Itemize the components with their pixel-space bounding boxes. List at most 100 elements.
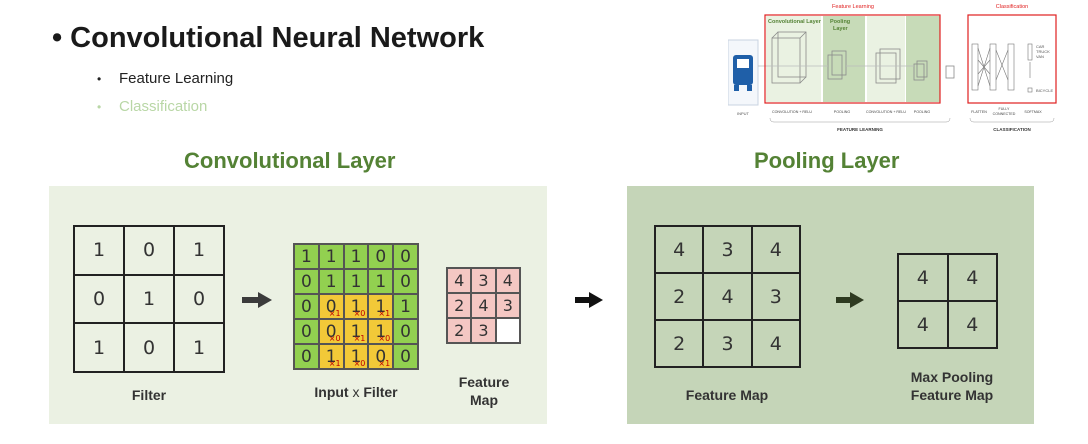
input-cell: 0	[294, 294, 319, 319]
input-cell: 0	[368, 244, 394, 269]
cnn-architecture-thumbnail: INPUT CAR TRUCK VAN BICYCLE Feature Lear…	[728, 4, 1057, 132]
filter-cell: 1	[174, 226, 224, 275]
input-cell-window: 0×1	[318, 294, 344, 319]
feature-map-cell: 3	[471, 318, 496, 343]
svg-text:TRUCK: TRUCK	[1036, 49, 1050, 54]
feature-map-cell: 2	[447, 293, 472, 318]
feature-map-cell: 4	[447, 268, 472, 293]
input-cell-window: 1×1	[368, 294, 394, 319]
input-cell-window: 1×1	[343, 319, 369, 344]
pool-map-cell: 4	[655, 226, 704, 273]
input-cell-window: 1×1	[318, 344, 344, 369]
filter-cell: 0	[124, 226, 174, 275]
pool-layer-heading: Pooling Layer	[754, 148, 900, 173]
svg-text:CONNECTED: CONNECTED	[993, 112, 1016, 116]
input-cell: 1	[294, 244, 319, 269]
svg-text:CLASSIFICATION: CLASSIFICATION	[993, 127, 1030, 132]
svg-text:FULLY: FULLY	[999, 107, 1011, 111]
page-title: •Convolutional Neural Network	[52, 22, 485, 54]
filter-cell: 1	[74, 226, 124, 275]
pool-map-cell: 3	[751, 273, 800, 320]
bullet-feature-learning: •Feature Learning	[97, 70, 234, 87]
input-cell: 0	[294, 344, 319, 369]
thumb-feature-learning-top: Feature Learning	[832, 4, 874, 10]
max-pool-cell: 4	[898, 254, 948, 301]
arrow-right-icon	[575, 292, 603, 308]
conv-layer-heading: Convolutional Layer	[184, 148, 396, 173]
pool-map-caption: Feature Map	[685, 387, 769, 403]
feature-learning-highlight	[764, 14, 941, 104]
classification-highlight	[967, 14, 1057, 104]
conv-band	[766, 16, 821, 102]
conv-band-2	[867, 16, 905, 102]
pool-map-cell: 2	[655, 320, 704, 367]
input-cell-window: 0×0	[318, 319, 344, 344]
feature-map-cell: 2	[447, 318, 472, 343]
pool-band	[823, 16, 865, 102]
title-bullet: •	[52, 22, 63, 54]
input-cell: 0	[393, 344, 418, 369]
thumb-conv-label: Convolutional Layer	[768, 19, 822, 25]
svg-text:FEATURE LEARNING: FEATURE LEARNING	[837, 127, 883, 132]
thumb-pool-label-1: Pooling	[830, 19, 850, 25]
feature-map-cell: 3	[471, 268, 496, 293]
svg-text:SOFTMAX: SOFTMAX	[1024, 110, 1042, 114]
car-icon	[733, 55, 753, 91]
svg-text:CAR: CAR	[1036, 44, 1045, 49]
pool-map-cell: 3	[703, 226, 752, 273]
filter-caption: Filter	[131, 387, 167, 403]
filter-cell: 0	[74, 274, 124, 324]
max-pool-cell: 4	[898, 301, 948, 348]
max-pool-cell: 4	[947, 254, 997, 301]
filter-cell: 0	[174, 274, 224, 324]
input-cell: 0	[294, 319, 319, 344]
feature-map-cell: 3	[495, 293, 520, 318]
pool-map-cell: 4	[703, 273, 752, 320]
input-caption: Input x Filter	[314, 384, 398, 400]
input-cell: 1	[318, 244, 344, 269]
filter-cell: 1	[124, 274, 174, 324]
conv-feature-map-grid: 4 3 4 2 4 3 2 3	[446, 267, 521, 344]
pool-map-cell: 4	[751, 226, 800, 273]
svg-text:VAN: VAN	[1036, 54, 1044, 59]
filter-grid: 1 0 1 0 1 0 1 0 1	[73, 225, 225, 373]
svg-text:POOLING: POOLING	[914, 110, 931, 114]
thumb-classification-top: Classification	[996, 4, 1028, 10]
input-cell-window: 1×0	[368, 319, 394, 344]
input-cell: 1	[318, 269, 344, 294]
svg-text:CONVOLUTION + RELU: CONVOLUTION + RELU	[866, 110, 906, 114]
feature-map-cell: 4	[471, 293, 496, 318]
input-cell: 0	[393, 244, 418, 269]
pool-map-cell: 3	[703, 320, 752, 367]
svg-text:FLATTEN: FLATTEN	[971, 110, 987, 114]
arrow-right-icon	[836, 292, 864, 308]
filter-cell: 0	[124, 323, 174, 372]
input-cell-window: 0×1	[368, 344, 394, 369]
input-cell-window: 1×0	[343, 344, 369, 369]
arrow-right-icon	[242, 292, 272, 308]
input-cell: 1	[343, 269, 369, 294]
pool-map-cell: 2	[655, 273, 704, 320]
svg-text:POOLING: POOLING	[834, 110, 851, 114]
input-cell-window: 1×0	[343, 294, 369, 319]
pool-feature-map-grid: 4 3 4 2 4 3 2 3 4	[654, 225, 801, 368]
thumb-input-label: INPUT	[737, 111, 750, 116]
input-grid: 1 1 1 0 0 0 1 1 1 0 0 0×1 1×0 1×1 1 0 0×…	[293, 243, 419, 370]
filter-cell: 1	[174, 323, 224, 372]
pool-map-cell: 4	[751, 320, 800, 367]
max-pool-grid: 4 4 4 4	[897, 253, 998, 349]
feature-map-cell: 4	[495, 268, 520, 293]
thumb-pool-label-2: Layer	[833, 26, 849, 32]
input-cell: 0	[393, 319, 418, 344]
svg-text:CONVOLUTION + RELU: CONVOLUTION + RELU	[772, 110, 812, 114]
pool-band-2	[906, 16, 940, 102]
feature-map-cell-empty	[495, 318, 520, 343]
bullet-classification: •Classification	[97, 98, 208, 115]
svg-text:BICYCLE: BICYCLE	[1036, 88, 1053, 93]
input-cell: 1	[343, 244, 369, 269]
input-cell: 0	[294, 269, 319, 294]
input-cell: 1	[368, 269, 394, 294]
max-pool-cell: 4	[947, 301, 997, 348]
